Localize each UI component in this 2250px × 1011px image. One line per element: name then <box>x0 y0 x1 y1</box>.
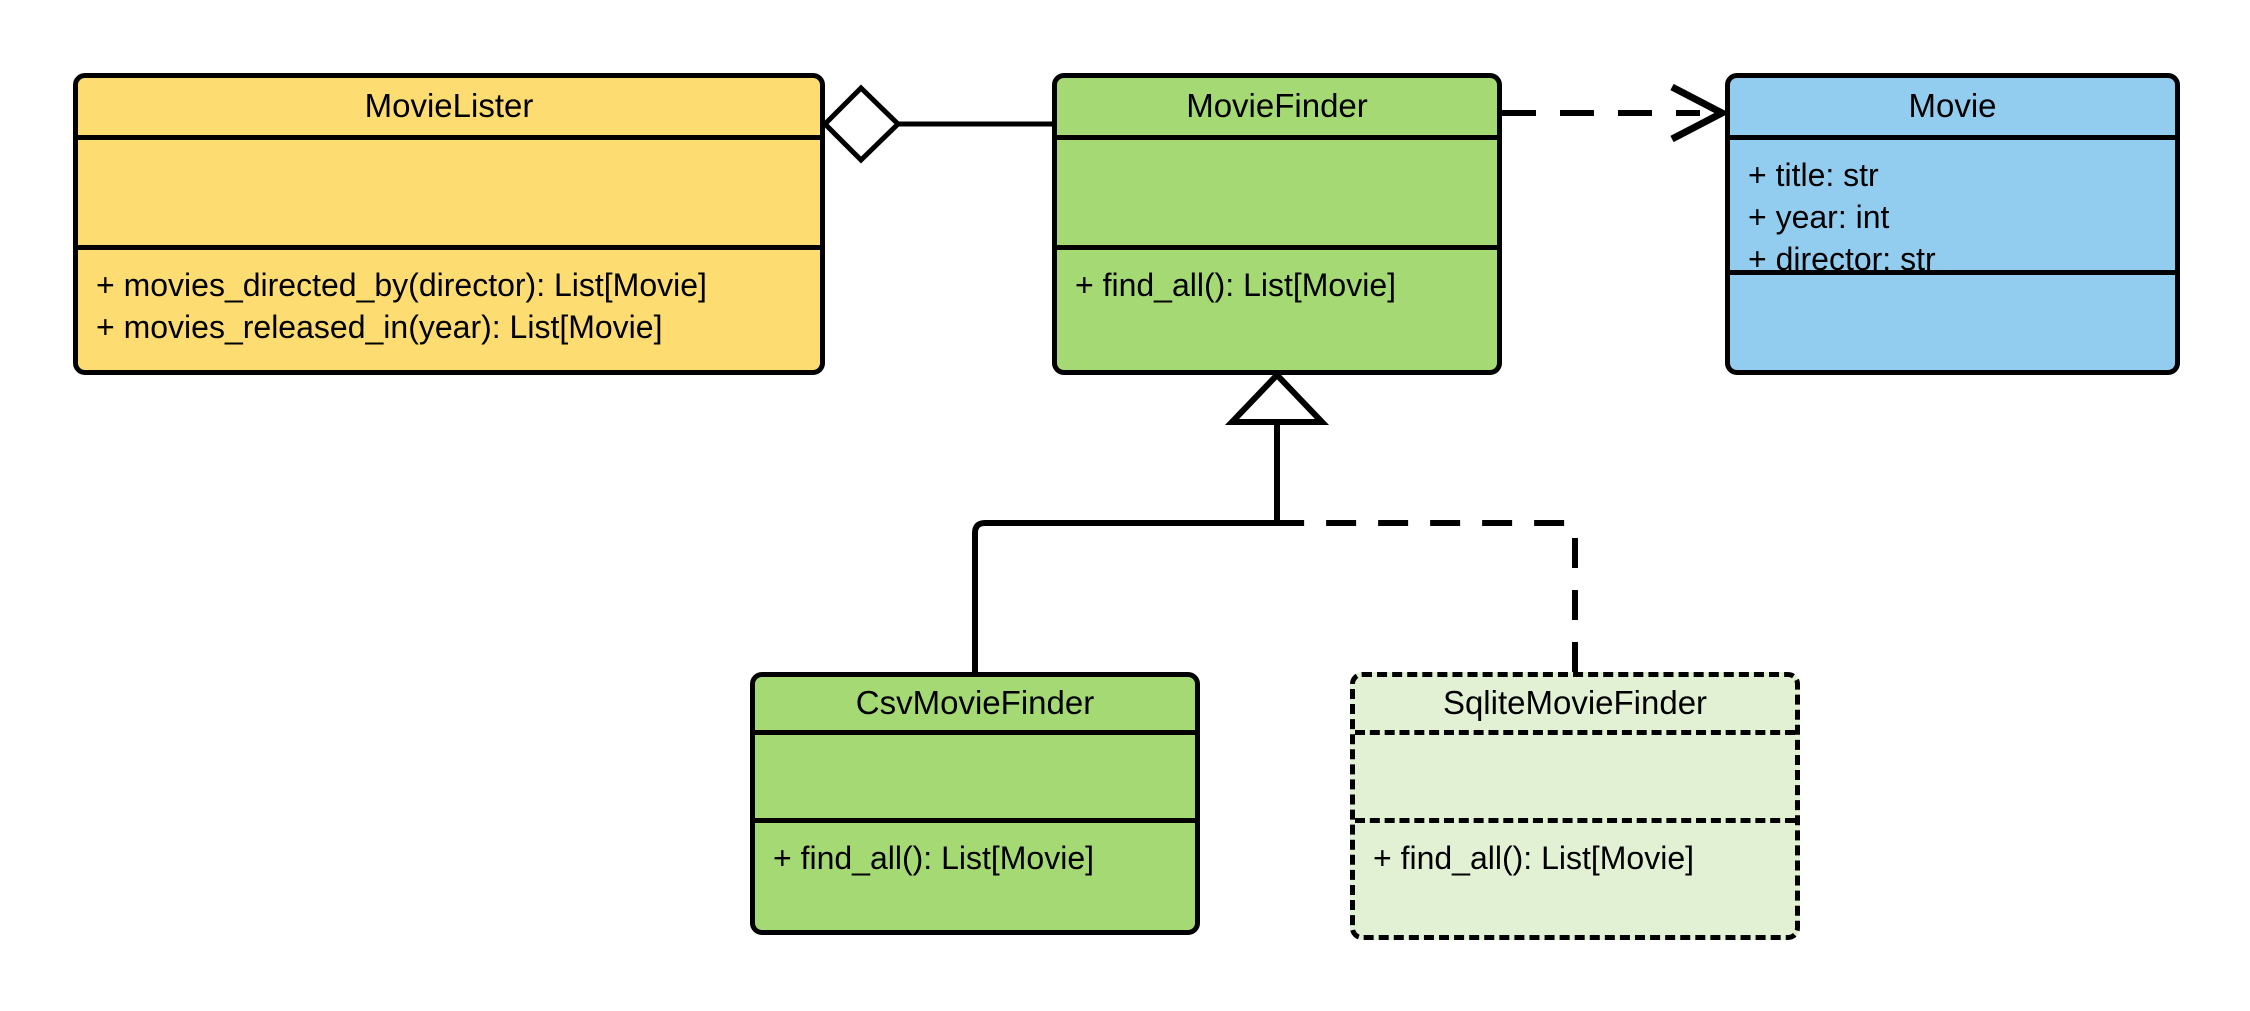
class-title-movie: Movie <box>1908 87 1997 125</box>
class-title-moviefinder: MovieFinder <box>1186 87 1368 125</box>
attribute-item: + title: str <box>1748 157 1879 193</box>
generalization-line-solid <box>972 420 1280 672</box>
edge-generalization-csvmoviefinder-moviefinder[interactable] <box>972 420 1280 672</box>
operation-item: + find_all(): List[Movie] <box>1373 840 1695 876</box>
class-box-csvmoviefinder[interactable]: CsvMovieFinder + find_all(): List[Movie] <box>750 672 1200 935</box>
class-name-compartment: MovieLister <box>78 78 820 140</box>
class-box-sqlitemoviefinder[interactable]: SqliteMovieFinder + find_all(): List[Mov… <box>1350 672 1800 940</box>
class-attributes-compartment <box>755 735 1195 823</box>
operation-item: + find_all(): List[Movie] <box>1075 267 1397 303</box>
edge-generalization-sqlitemoviefinder-moviefinder[interactable] <box>1277 520 1578 672</box>
class-attributes-compartment <box>1057 140 1497 250</box>
class-box-movielister[interactable]: MovieLister + movies_directed_by(directo… <box>73 73 825 375</box>
edge-dependency-moviefinder-movie[interactable] <box>1502 83 1730 143</box>
operation-item: + movies_released_in(year): List[Movie] <box>96 309 663 346</box>
class-name-compartment: Movie <box>1730 78 2175 140</box>
operation-item: + find_all(): List[Movie] <box>773 840 1095 876</box>
class-operations-compartment: + movies_directed_by(director): List[Mov… <box>78 250 820 370</box>
class-operations-compartment: + find_all(): List[Movie] <box>1057 250 1497 370</box>
hollow-triangle-icon <box>1224 370 1330 425</box>
class-operations-compartment: + find_all(): List[Movie] <box>1355 823 1795 935</box>
class-box-movie[interactable]: Movie + title: str + year: int + directo… <box>1725 73 2180 375</box>
edge-aggregation-movielister-moviefinder[interactable] <box>821 84 1052 164</box>
operation-item: + movies_directed_by(director): List[Mov… <box>96 267 707 303</box>
class-title-sqlitemoviefinder: SqliteMovieFinder <box>1442 684 1708 722</box>
open-arrow-icon <box>1670 83 1730 143</box>
class-attributes-compartment: + title: str + year: int + director: str <box>1730 140 2175 277</box>
class-attributes-compartment <box>78 140 820 250</box>
class-name-compartment: SqliteMovieFinder <box>1355 677 1795 735</box>
class-operations-compartment: + find_all(): List[Movie] <box>755 823 1195 930</box>
generalization-line-dashed <box>1277 520 1578 672</box>
class-title-csvmoviefinder: CsvMovieFinder <box>855 684 1095 722</box>
class-name-compartment: CsvMovieFinder <box>755 677 1195 735</box>
hollow-diamond-icon <box>821 84 902 164</box>
class-box-moviefinder[interactable]: MovieFinder + find_all(): List[Movie] <box>1052 73 1502 375</box>
attribute-item: + director: str <box>1748 241 1936 278</box>
class-attributes-compartment <box>1355 735 1795 823</box>
class-name-compartment: MovieFinder <box>1057 78 1497 140</box>
class-title-movielister: MovieLister <box>364 87 534 125</box>
attribute-item: + year: int <box>1748 199 1890 236</box>
class-operations-compartment <box>1730 275 2175 370</box>
